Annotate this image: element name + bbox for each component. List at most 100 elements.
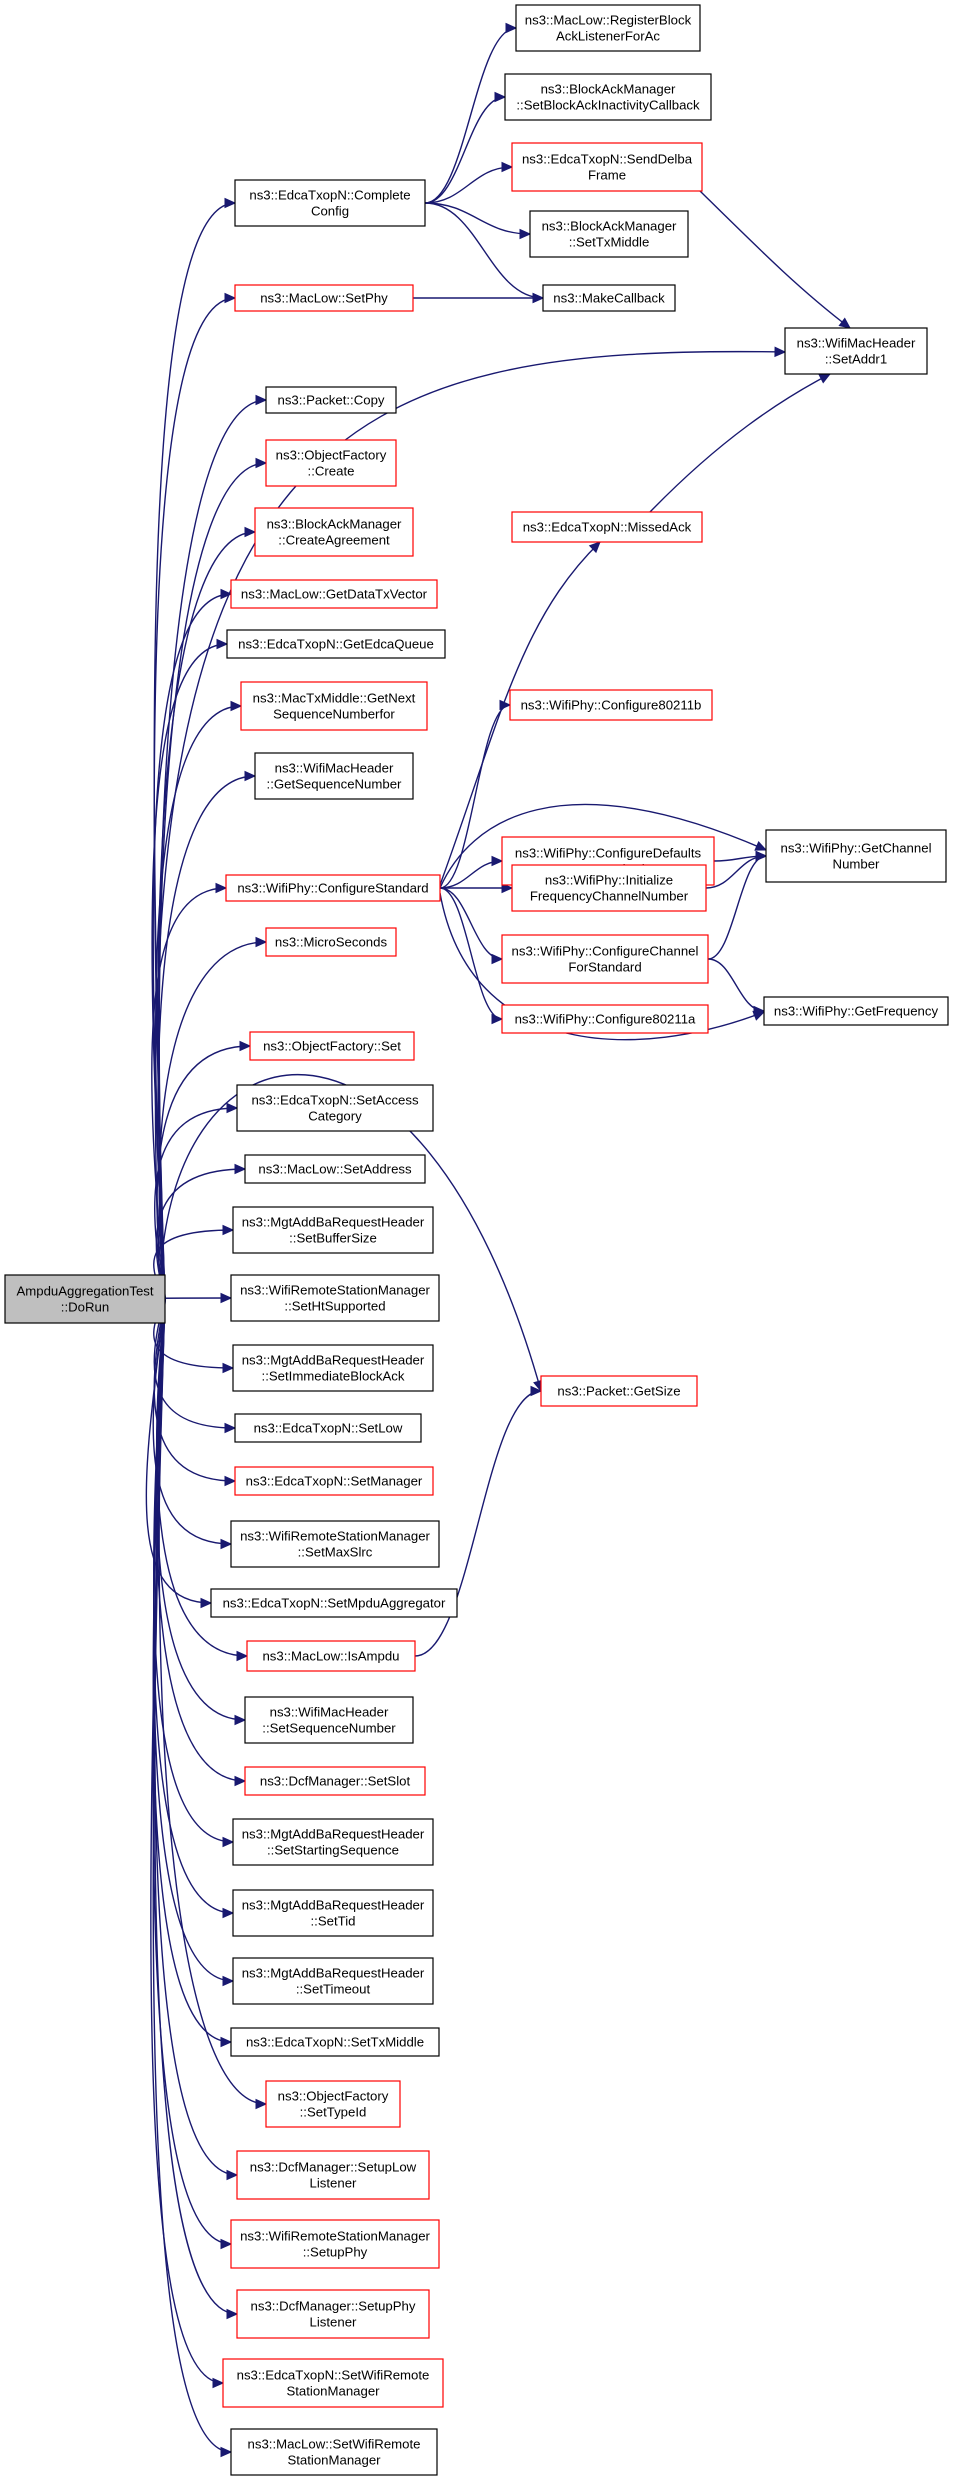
edge-root-to-settypeid-arrowhead (255, 2098, 268, 2110)
node-settimeout[interactable]: ns3::MgtAddBaRequestHeader::SetTimeout (232, 1957, 434, 2005)
edge-root-to-setslot-arrowhead (234, 1775, 247, 1787)
node-setstartseq-label-1: ns3::MgtAddBaRequestHeader (242, 1827, 425, 1842)
edge-root-to-setmanager-arrowhead (224, 1475, 237, 1487)
edge-root-to-ofset-line (156, 1045, 251, 1300)
node-configstd[interactable]: ns3::WifiPhy::ConfigureStandard (225, 874, 441, 902)
edge-setphy-to-makecallback-arrowhead (532, 292, 545, 304)
edge-root-to-setmpduagg-line (145, 1298, 212, 1604)
node-setaddr1[interactable]: ns3::WifiMacHeader::SetAddr1 (784, 327, 928, 375)
node-cchannel-label-2: ForStandard (568, 960, 641, 975)
node-initfreq[interactable]: ns3::WifiPhy::InitializeFrequencyChannel… (511, 864, 707, 912)
node-getseqnum[interactable]: ns3::WifiMacHeader::GetSequenceNumber (254, 752, 414, 800)
node-sethtsupported[interactable]: ns3::WifiRemoteStationManager::SetHtSupp… (230, 1274, 440, 1322)
node-settypeid[interactable]: ns3::ObjectFactory::SetTypeId (265, 2080, 401, 2128)
node-createagreement-label-1: ns3::BlockAckManager (267, 517, 402, 532)
node-setseqnum[interactable]: ns3::WifiMacHeader::SetSequenceNumber (244, 1696, 414, 1744)
node-ofset[interactable]: ns3::ObjectFactory::Set (249, 1031, 415, 1061)
node-setmaxslrc-label-1: ns3::WifiRemoteStationManager (240, 1529, 430, 1544)
node-ofset-box (249, 1031, 415, 1061)
node-setphy[interactable]: ns3::MacLow::SetPhy (234, 284, 414, 312)
edge-configstd-to-c80211a (439, 887, 504, 1025)
node-missedack[interactable]: ns3::EdcaTxopN::MissedAck (511, 511, 703, 543)
node-makecallback[interactable]: ns3::MakeCallback (542, 284, 676, 312)
edge-missedack-to-setaddr1-arrowhead (818, 373, 832, 384)
node-copy[interactable]: ns3::Packet::Copy (265, 386, 397, 414)
edge-root-to-maclowsetwrsm-arrowhead (220, 2446, 233, 2458)
edge-root-to-copy-arrowhead (255, 394, 268, 406)
node-getnextseq[interactable]: ns3::MacTxMiddle::GetNextSequenceNumberf… (240, 681, 428, 731)
node-microseconds[interactable]: ns3::MicroSeconds (265, 927, 397, 957)
edge-root-to-setaddress-arrowhead (234, 1163, 247, 1175)
edge-root-to-setaddress-line (155, 1168, 246, 1300)
node-setuplowlistener-label-2: Listener (310, 2176, 358, 2191)
edge-root-to-setupphylistener-arrowhead (226, 2308, 239, 2320)
node-setmanager[interactable]: ns3::EdcaTxopN::SetManager (234, 1466, 434, 1496)
edge-root-to-sethtsupported-arrowhead (220, 1292, 233, 1304)
node-getchannelnum-box (765, 829, 947, 883)
node-c80211a[interactable]: ns3::WifiPhy::Configure80211a (501, 1004, 709, 1034)
node-wrsmsetupphy[interactable]: ns3::WifiRemoteStationManager::SetupPhy (230, 2219, 440, 2269)
edge-completeconfig-to-senddelba-line (424, 166, 513, 204)
node-bamsettxmiddle-label-1: ns3::BlockAckManager (542, 219, 677, 234)
node-setmpduagg[interactable]: ns3::EdcaTxopN::SetMpduAggregator (210, 1588, 458, 1618)
node-getedcaqueue[interactable]: ns3::EdcaTxopN::GetEdcaQueue (226, 629, 446, 659)
node-setimmediateba-box (232, 1344, 434, 1392)
edge-configstd-to-c80211b (439, 699, 512, 889)
node-getdatatx[interactable]: ns3::MacLow::GetDataTxVector (230, 579, 438, 609)
node-setbuffersize[interactable]: ns3::MgtAddBaRequestHeader::SetBufferSiz… (232, 1206, 434, 1254)
edge-root-to-getnextseq-arrowhead (230, 700, 243, 712)
node-isampdu-label-1: ns3::MacLow::IsAmpdu (262, 1649, 399, 1664)
node-setstartseq[interactable]: ns3::MgtAddBaRequestHeader::SetStartingS… (232, 1818, 434, 1866)
node-setaccesscat-label-1: ns3::EdcaTxopN::SetAccess (251, 1093, 419, 1108)
node-setmanager-box (234, 1466, 434, 1496)
node-setseqnum-box (244, 1696, 414, 1744)
node-cchannel[interactable]: ns3::WifiPhy::ConfigureChannelForStandar… (501, 934, 709, 984)
node-setslot[interactable]: ns3::DcfManager::SetSlot (244, 1766, 426, 1796)
edge-completeconfig-to-regblock-line (424, 27, 517, 204)
node-setstartseq-label-2: ::SetStartingSequence (267, 1843, 399, 1858)
edge-root-to-getseqnum-arrowhead (244, 770, 257, 782)
node-getsize-label-1: ns3::Packet::GetSize (557, 1384, 680, 1399)
node-settxmiddle[interactable]: ns3::EdcaTxopN::SetTxMiddle (230, 2027, 440, 2057)
node-setimmediateba[interactable]: ns3::MgtAddBaRequestHeader::SetImmediate… (232, 1344, 434, 1392)
node-setmaxslrc[interactable]: ns3::WifiRemoteStationManager::SetMaxSlr… (230, 1520, 440, 1568)
node-c80211b[interactable]: ns3::WifiPhy::Configure80211b (509, 689, 713, 721)
node-setbainact-box (504, 73, 712, 121)
node-getedcaqueue-label-1: ns3::EdcaTxopN::GetEdcaQueue (238, 637, 434, 652)
edge-configstd-to-missedack (439, 541, 601, 886)
node-settxmiddle-label-1: ns3::EdcaTxopN::SetTxMiddle (246, 2035, 424, 2050)
node-edcasetwrsm-label-1: ns3::EdcaTxopN::SetWifiRemote (237, 2368, 430, 2383)
node-setaddress-label-1: ns3::MacLow::SetAddress (258, 1162, 412, 1177)
node-setmpduagg-box (210, 1588, 458, 1618)
edge-configstd-to-cchannel-arrowhead (491, 953, 504, 965)
node-settid[interactable]: ns3::MgtAddBaRequestHeader::SetTid (232, 1889, 434, 1937)
node-getfreq[interactable]: ns3::WifiPhy::GetFrequency (763, 996, 949, 1026)
edge-root-to-maclowsetwrsm-line (152, 1298, 232, 2453)
node-setbainact[interactable]: ns3::BlockAckManager::SetBlockAckInactiv… (504, 73, 712, 121)
node-regblock[interactable]: ns3::MacLow::RegisterBlockAckListenerFor… (515, 4, 701, 52)
edge-missedack-to-setaddr1-line (649, 373, 831, 513)
node-setaddress[interactable]: ns3::MacLow::SetAddress (244, 1154, 426, 1184)
node-senddelba-box (511, 142, 703, 192)
edge-root-to-getnextseq-line (154, 705, 242, 1300)
node-getseqnum-label-2: ::GetSequenceNumber (267, 777, 402, 792)
node-setlow[interactable]: ns3::EdcaTxopN::SetLow (234, 1413, 422, 1443)
node-edcasetwrsm[interactable]: ns3::EdcaTxopN::SetWifiRemoteStationMana… (222, 2358, 444, 2408)
edge-configstd-to-c80211a-line (439, 887, 503, 1020)
node-createagreement[interactable]: ns3::BlockAckManager::CreateAgreement (254, 507, 414, 557)
node-getsize[interactable]: ns3::Packet::GetSize (540, 1375, 698, 1407)
node-bamsettxmiddle[interactable]: ns3::BlockAckManager::SetTxMiddle (529, 210, 689, 258)
edge-completeconfig-to-regblock (424, 22, 518, 204)
edge-root-to-settxmiddle (152, 1298, 233, 2048)
node-root[interactable]: AmpduAggregationTest::DoRun (4, 1274, 166, 1324)
edge-root-to-setbuffersize (153, 1224, 235, 1300)
node-isampdu[interactable]: ns3::MacLow::IsAmpdu (246, 1640, 416, 1672)
node-ofcreate[interactable]: ns3::ObjectFactory::Create (265, 439, 397, 487)
